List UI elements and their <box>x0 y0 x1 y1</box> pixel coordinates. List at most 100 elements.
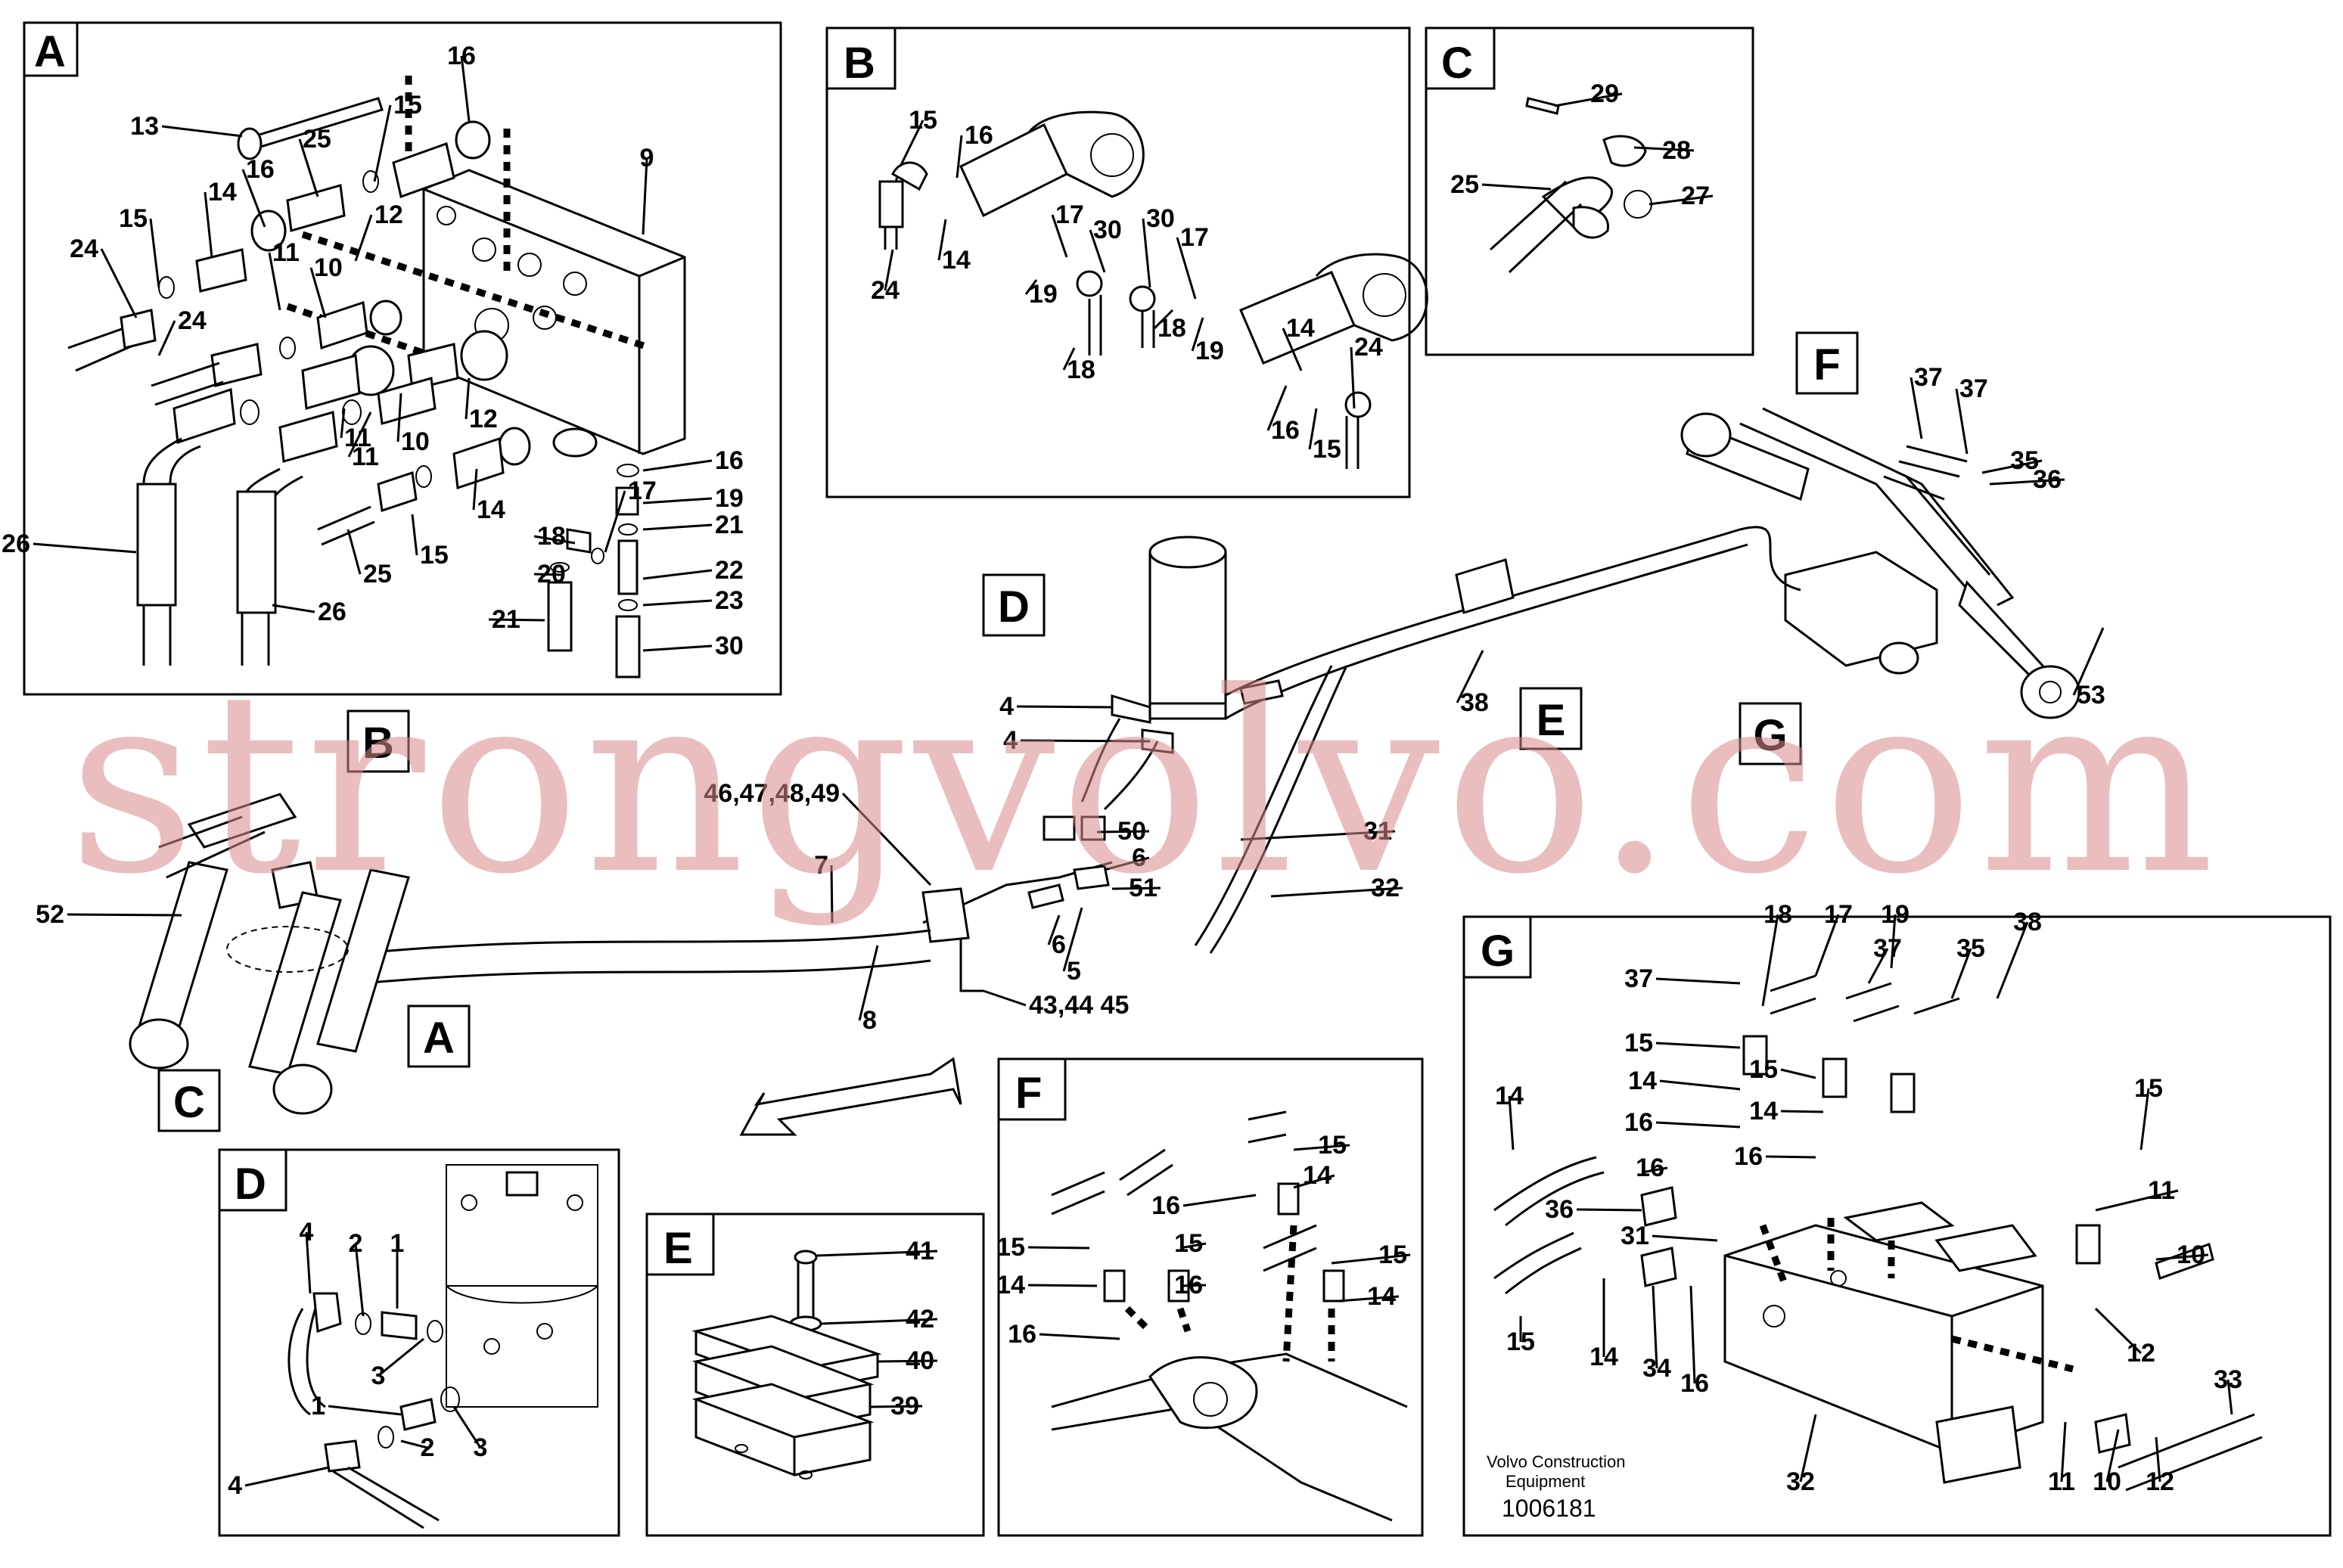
part-label: 51 <box>1129 874 1158 902</box>
leader-line <box>1016 705 1113 709</box>
panel-e-tag: E <box>663 1224 693 1273</box>
part-label: 16 <box>1008 1320 1036 1349</box>
leader-line <box>1641 1166 1668 1174</box>
leader-line <box>2155 1436 2161 1483</box>
leader-line <box>328 1405 402 1416</box>
part-label: 14 <box>1303 1161 1332 1190</box>
part-label: 29 <box>1590 79 1619 108</box>
part-label: 21 <box>715 511 744 539</box>
part-label: 36 <box>1545 1195 1574 1224</box>
part-label: 41 <box>906 1237 934 1265</box>
leader-line <box>1282 328 1303 371</box>
leader-line <box>1576 1208 1642 1212</box>
leader-line <box>1655 1121 1741 1129</box>
leader-line <box>2060 1421 2067 1483</box>
leader-line <box>884 249 894 291</box>
leader-line <box>1508 1095 1515 1150</box>
leader-line <box>100 248 138 318</box>
leader-line <box>1981 459 2043 474</box>
callout-box <box>1739 702 1802 765</box>
panel-c-tag: C <box>1441 39 1473 88</box>
leader-line <box>1266 385 1288 431</box>
leader-line <box>956 135 963 179</box>
leader-line <box>1182 1194 1257 1207</box>
leader-line <box>1655 977 1741 985</box>
part-label: 16 <box>1174 1271 1203 1299</box>
leader-line <box>1024 279 1038 295</box>
leader-line <box>1867 948 1889 984</box>
part-label: 17 <box>1824 900 1853 929</box>
part-label: 14 <box>1628 1067 1657 1095</box>
leader-line <box>2072 627 2105 696</box>
part-label: 25 <box>303 125 331 154</box>
leader-line <box>1910 377 1923 439</box>
panel-g-tag: G <box>1481 927 1515 976</box>
leader-line <box>1062 907 1083 972</box>
leader-line <box>1153 309 1174 330</box>
part-label: 24 <box>178 306 207 335</box>
leader-line <box>1659 1079 1741 1091</box>
part-label: 11 <box>272 238 300 267</box>
part-label: 4 <box>1003 726 1018 755</box>
part-label: 15 <box>1313 435 1341 464</box>
callout-letter: B <box>362 719 394 768</box>
part-label: 12 <box>2146 1467 2174 1496</box>
part-label: 12 <box>469 405 498 433</box>
part-label: 15 <box>909 106 937 135</box>
leader-line <box>1191 317 1204 352</box>
part-label: 5 <box>1067 957 1081 986</box>
part-label: 31 <box>1621 1222 1649 1250</box>
part-label: 14 <box>208 178 237 206</box>
part-label: 24 <box>70 234 98 263</box>
part-label: 38 <box>2013 908 2042 936</box>
leader-line <box>830 865 834 924</box>
leader-line <box>268 252 281 311</box>
part-label: 31 <box>1363 817 1392 846</box>
part-label: 26 <box>318 598 346 626</box>
panel-f-tag: F <box>1015 1069 1042 1118</box>
part-label: 15 <box>420 541 449 570</box>
part-label: 37 <box>1873 934 1902 963</box>
panel-d-tag: D <box>235 1160 266 1209</box>
leader-line <box>2105 1429 2120 1483</box>
part-label: 13 <box>130 112 159 141</box>
part-label: 16 <box>246 155 275 184</box>
part-label: 37 <box>1959 374 1988 403</box>
leader-line <box>1240 830 1396 841</box>
leader-line <box>1481 183 1552 191</box>
leader-line <box>937 219 947 261</box>
leader-line <box>642 644 713 652</box>
leader-line <box>1350 346 1356 409</box>
leader-line <box>1293 1174 1335 1189</box>
part-label: 36 <box>2033 465 2062 494</box>
leader-line <box>1096 830 1150 834</box>
drawing-code: 1006181 <box>1502 1495 1596 1522</box>
part-label: 46,47,48,49 <box>704 779 840 808</box>
leader-line <box>642 599 713 607</box>
part-label: 10 <box>314 253 343 282</box>
panel-b-tag: B <box>844 39 875 88</box>
part-label: 4 <box>228 1471 242 1500</box>
part-label: 50 <box>1117 817 1146 846</box>
panel-g-credit-line1: Volvo Construction <box>1487 1452 1625 1471</box>
leader-line <box>465 377 471 420</box>
leader-line <box>1308 408 1318 450</box>
callout-box <box>157 1069 221 1132</box>
leader-line <box>161 125 243 138</box>
part-label: 30 <box>1146 204 1175 233</box>
part-label: 14 <box>996 1271 1025 1299</box>
leader-line <box>983 989 1027 1007</box>
leader-line <box>298 138 319 197</box>
leader-line <box>1062 347 1076 371</box>
part-label: 16 <box>447 42 476 70</box>
part-label: 39 <box>890 1392 919 1421</box>
leader-line <box>1111 886 1161 890</box>
leader-line <box>354 214 373 262</box>
part-label: 7 <box>814 851 828 880</box>
